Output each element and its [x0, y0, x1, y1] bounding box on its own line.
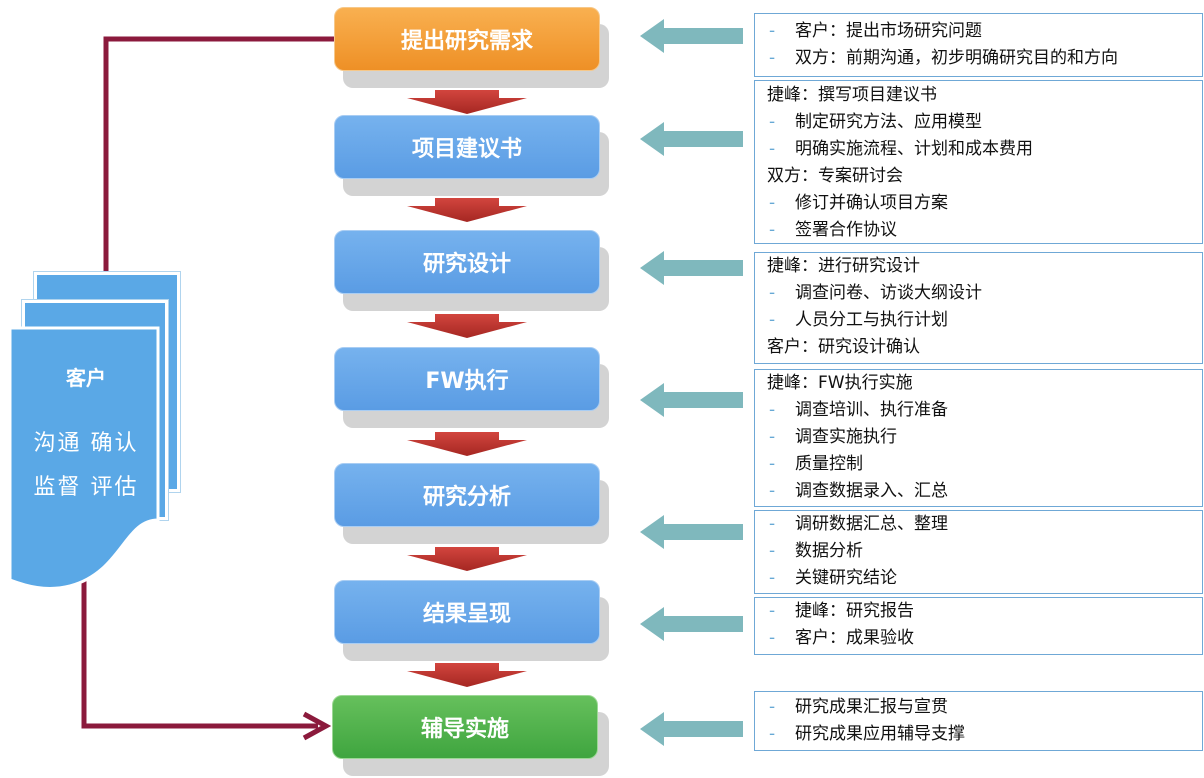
- detail-line: 捷峰：FW执行实施: [767, 373, 913, 393]
- detail-line: -调查实施执行: [769, 427, 897, 447]
- step-label: FW执行: [425, 369, 509, 394]
- detail-line: 捷峰：撰写项目建议书: [767, 85, 937, 105]
- step-label: 提出研究需求: [400, 29, 533, 54]
- detail-line: -关键研究结论: [769, 568, 897, 588]
- detail-line: -修订并确认项目方案: [769, 193, 948, 213]
- detail-arrow-3: [640, 251, 743, 285]
- client-guidance-arrowhead: [302, 711, 332, 741]
- step-label: 项目建议书: [411, 137, 522, 162]
- client-label-group: 客户 沟通 确认 监督 评估: [22, 352, 150, 501]
- detail-arrow-5: [640, 515, 743, 549]
- client-feedback-connector: [103, 36, 334, 275]
- detail-box-implementation: -研究成果汇报与宣贯 -研究成果应用辅导支撑: [754, 691, 1203, 751]
- step-proposal: 项目建议书: [334, 115, 600, 179]
- detail-box-analysis: -调研数据汇总、整理 -数据分析 -关键研究结论: [754, 510, 1203, 594]
- detail-line: -调研数据汇总、整理: [769, 514, 948, 534]
- flow-arrow-3: [407, 314, 527, 338]
- detail-arrow-1: [640, 19, 743, 53]
- detail-box-design: 捷峰：进行研究设计 -调查问卷、访谈大纲设计 -人员分工与执行计划 客户：研究设…: [754, 252, 1203, 364]
- detail-line: -人员分工与执行计划: [769, 310, 948, 330]
- detail-line: -研究成果应用辅导支撑: [769, 724, 965, 744]
- detail-line: -客户：提出市场研究问题: [769, 21, 982, 41]
- step-fieldwork: FW执行: [334, 347, 600, 411]
- flow-arrow-6: [407, 663, 527, 687]
- detail-arrow-4: [640, 383, 743, 417]
- detail-line: -双方：前期沟通，初步明确研究目的和方向: [769, 48, 1118, 68]
- detail-line: -明确实施流程、计划和成本费用: [769, 139, 1033, 159]
- client-guidance-connector: [81, 580, 318, 729]
- client-duties-row2: 监督 评估: [33, 475, 139, 500]
- detail-line: -签署合作协议: [769, 220, 897, 240]
- detail-line: -制定研究方法、应用模型: [769, 112, 982, 132]
- detail-box-fieldwork: 捷峰：FW执行实施 -调查培训、执行准备 -调查实施执行 -质量控制 -调查数据…: [754, 369, 1203, 507]
- step-label: 结果呈现: [422, 602, 511, 627]
- step-results: 结果呈现: [334, 580, 600, 644]
- client-document: [8, 326, 160, 590]
- detail-line: -调查数据录入、汇总: [769, 481, 948, 501]
- step-design: 研究设计: [334, 230, 600, 294]
- detail-line: -调查问卷、访谈大纲设计: [769, 283, 982, 303]
- detail-line: -客户：成果验收: [769, 628, 914, 648]
- detail-line: 客户：研究设计确认: [767, 337, 920, 357]
- detail-line: -质量控制: [769, 454, 863, 474]
- flow-arrows: [407, 90, 527, 687]
- detail-arrows: [640, 19, 743, 746]
- detail-line: -捷峰：研究报告: [769, 601, 914, 621]
- detail-line: -调查培训、执行准备: [769, 400, 948, 420]
- step-request: 提出研究需求: [334, 7, 600, 71]
- step-analysis: 研究分析: [334, 463, 600, 527]
- flow-arrow-1: [407, 90, 527, 114]
- step-label: 研究设计: [422, 252, 511, 277]
- client-title: 客户: [66, 366, 106, 390]
- detail-arrow-7: [640, 712, 743, 746]
- detail-line: -研究成果汇报与宣贯: [769, 697, 948, 717]
- detail-box-results: -捷峰：研究报告 -客户：成果验收: [754, 597, 1203, 655]
- step-label: 辅导实施: [420, 717, 509, 742]
- detail-line: 捷峰：进行研究设计: [767, 256, 920, 276]
- flow-arrow-4: [407, 432, 527, 456]
- detail-line: 双方：专案研讨会: [767, 166, 903, 186]
- detail-box-proposal: 捷峰：撰写项目建议书 -制定研究方法、应用模型 -明确实施流程、计划和成本费用 …: [754, 80, 1203, 244]
- detail-box-request: -客户：提出市场研究问题 -双方：前期沟通，初步明确研究目的和方向: [754, 13, 1203, 77]
- detail-arrow-6: [640, 607, 743, 641]
- step-label: 研究分析: [422, 485, 511, 510]
- flow-arrow-5: [407, 547, 527, 571]
- detail-line: -数据分析: [769, 541, 863, 561]
- step-implementation: 辅导实施: [332, 695, 598, 759]
- flow-arrow-2: [407, 198, 527, 222]
- client-duties-row1: 沟通 确认: [33, 431, 139, 456]
- detail-arrow-2: [640, 122, 743, 156]
